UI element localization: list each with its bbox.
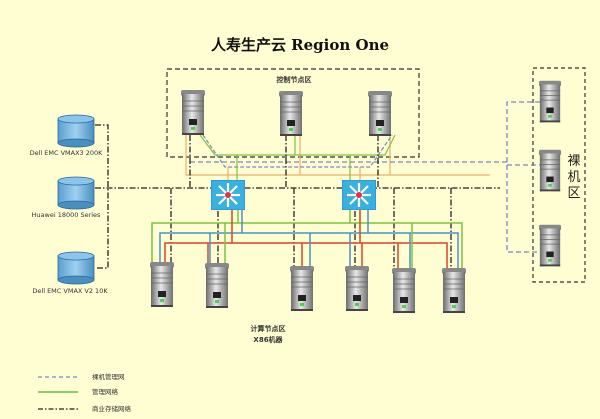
bare-metal-network-lines: [190, 101, 540, 253]
storage-label: Huawei 18000 Series: [32, 211, 102, 219]
bare-metal-server-icon: [538, 80, 562, 123]
storage-array-icon: [57, 251, 95, 285]
legend-label: 裸机管理网: [92, 372, 125, 381]
compute-server-icon: [289, 266, 315, 312]
bare-metal-label-2: 机: [567, 170, 580, 185]
compute-server-icon: [149, 262, 175, 308]
legend: 裸机管理网 管理网络 商业存储网络: [38, 372, 132, 413]
bare-metal-server-icon: [538, 224, 562, 267]
bare-metal-label-3: 区: [567, 186, 580, 201]
compute-server-icon: [204, 263, 230, 309]
compute-zone-sublabel: X86机器: [253, 335, 283, 344]
control-links: [185, 134, 490, 180]
bare-metal-server-icon: [538, 149, 562, 192]
bare-metal-label-1: 裸: [567, 154, 580, 169]
legend-label: 管理网络: [92, 387, 119, 396]
compute-network-lines: [151, 210, 463, 268]
storage-label: Dell EMC VMAX3 200K: [30, 149, 104, 157]
control-server-icon: [278, 91, 304, 137]
diagram-title: 人寿生产云 Region One: [211, 36, 389, 54]
core-switch-icon: [342, 180, 376, 210]
compute-server-icon: [391, 268, 417, 314]
control-zone-label: 控制节点区: [277, 75, 312, 84]
core-switch-icon: [211, 180, 245, 210]
control-zone-box: [166, 68, 420, 158]
legend-label: 商业存储网络: [92, 404, 132, 413]
compute-zone-label: 计算节点区: [251, 324, 286, 333]
control-server-icon: [180, 90, 206, 136]
compute-server-icon: [344, 266, 370, 312]
control-server-icon: [367, 91, 393, 137]
compute-server-icon: [441, 268, 467, 314]
storage-array-icon: [57, 176, 95, 210]
storage-array-icon: [57, 114, 95, 148]
storage-network-lines: [95, 124, 500, 269]
storage-label: Dell EMC VMAX V2 10K: [32, 287, 108, 295]
